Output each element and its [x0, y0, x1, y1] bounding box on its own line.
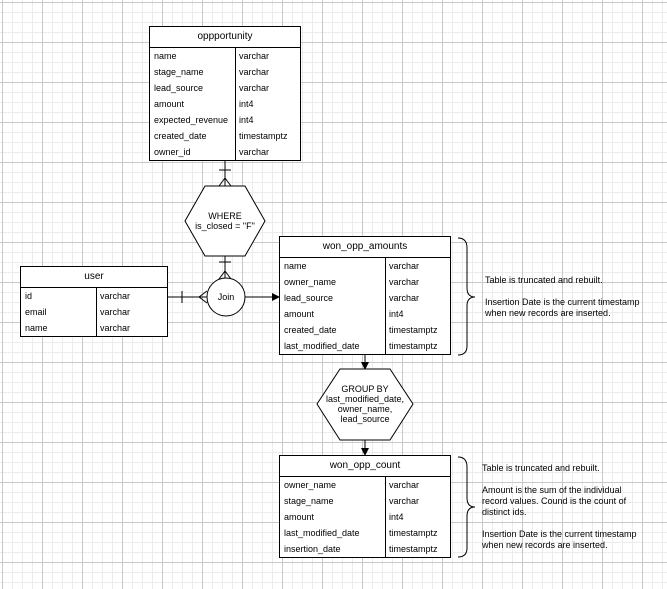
- column-type: timestamptz: [389, 544, 438, 554]
- table-title: oppportunity: [150, 27, 300, 48]
- column-type: varchar: [100, 323, 131, 333]
- column-type: int4: [389, 512, 404, 522]
- column-type: timestamptz: [389, 325, 438, 335]
- join-node-label: Join: [217, 292, 235, 302]
- column-type: varchar: [100, 291, 131, 301]
- column-name: email: [21, 304, 97, 320]
- edge-where-to-join: [218, 256, 232, 280]
- column-type: int4: [389, 309, 404, 319]
- column-name: last_modified_date: [280, 525, 386, 541]
- column-type: varchar: [100, 307, 131, 317]
- column-type: varchar: [389, 293, 420, 303]
- column-type: varchar: [239, 147, 270, 157]
- column-type: varchar: [389, 496, 420, 506]
- table-title: won_opp_count: [280, 456, 450, 477]
- column-name: owner_name: [280, 274, 386, 290]
- column-name: expected_revenue: [150, 112, 236, 128]
- column-name: owner_id: [150, 144, 236, 160]
- column-type: varchar: [239, 51, 270, 61]
- brace-amounts-note: [457, 237, 476, 356]
- column-name: lead_source: [150, 80, 236, 96]
- column-name: last_modified_date: [280, 338, 386, 354]
- where-filter-node: [184, 185, 266, 257]
- won-opp-count-note: Table is truncated and rebuilt. Amount i…: [482, 463, 637, 550]
- column-name: insertion_date: [280, 541, 386, 557]
- edge-opportunity-to-where: [218, 158, 232, 187]
- won-opp-amounts-note: Table is truncated and rebuilt. Insertio…: [485, 275, 640, 318]
- column-name: stage_name: [150, 64, 236, 80]
- column-name: lead_source: [280, 290, 386, 306]
- column-type: timestamptz: [389, 341, 438, 351]
- column-name: amount: [280, 306, 386, 322]
- column-name: name: [280, 258, 386, 274]
- column-name: name: [21, 320, 97, 336]
- column-name: owner_name: [280, 477, 386, 493]
- column-type: int4: [239, 115, 254, 125]
- column-name: stage_name: [280, 493, 386, 509]
- table-title: user: [21, 267, 167, 288]
- edge-user-to-join: [168, 290, 208, 304]
- column-type: varchar: [389, 277, 420, 287]
- column-type: timestamptz: [389, 528, 438, 538]
- column-name: created_date: [280, 322, 386, 338]
- group-by-node-label: GROUP BY last_modified_date, owner_name,…: [325, 384, 405, 424]
- column-name: name: [150, 48, 236, 64]
- group-by-node: [316, 368, 414, 441]
- column-name: id: [21, 288, 97, 304]
- column-name: amount: [150, 96, 236, 112]
- where-node-label: WHERE is_closed = "F": [195, 211, 255, 231]
- column-type: varchar: [239, 83, 270, 93]
- column-name: amount: [280, 509, 386, 525]
- brace-count-note: [457, 456, 476, 558]
- column-type: varchar: [389, 480, 420, 490]
- column-type: varchar: [239, 67, 270, 77]
- table-title: won_opp_amounts: [280, 237, 450, 258]
- column-type: int4: [239, 99, 254, 109]
- column-name: created_date: [150, 128, 236, 144]
- column-type: timestamptz: [239, 131, 288, 141]
- column-type: varchar: [389, 261, 420, 271]
